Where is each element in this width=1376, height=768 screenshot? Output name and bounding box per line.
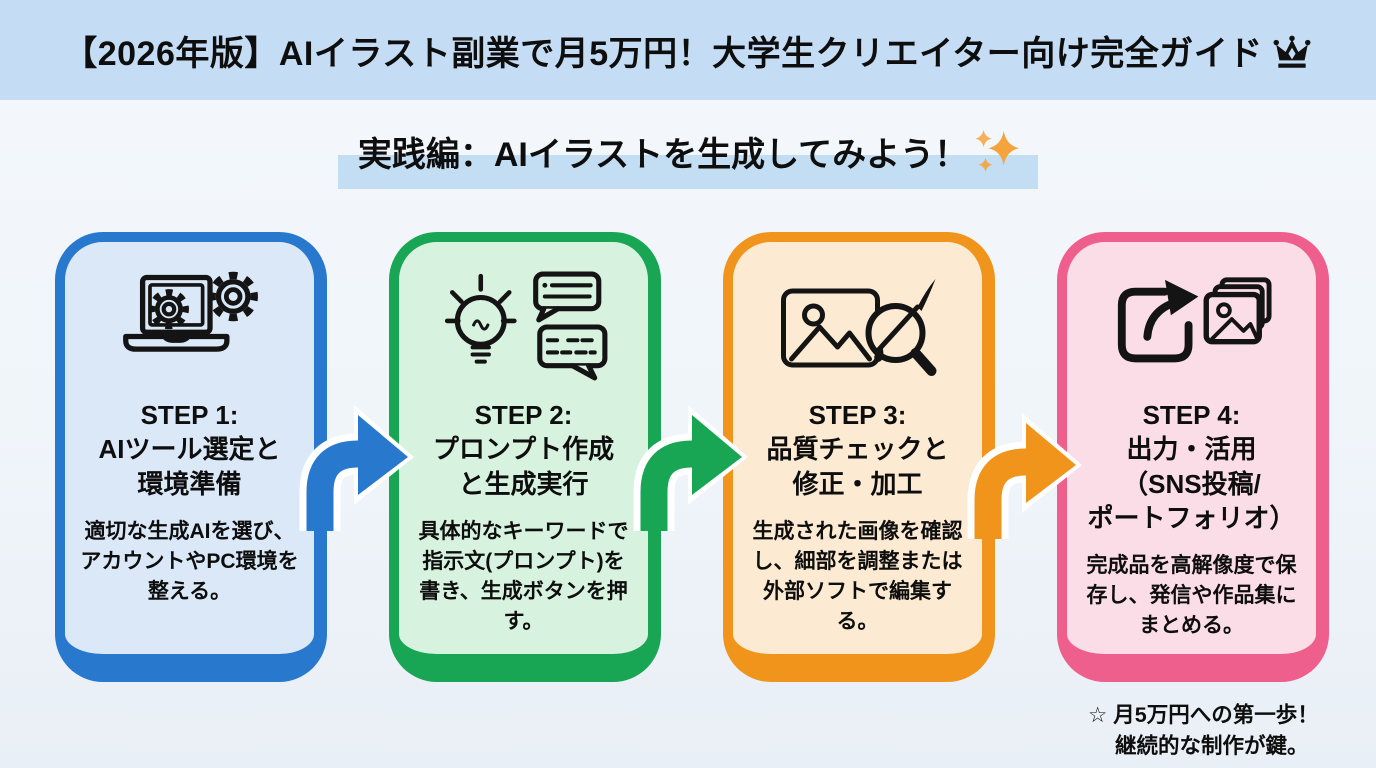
step-title: STEP 2: プロンプト作成 と生成実行 bbox=[432, 400, 615, 499]
footer-note-line2: 継続的な制作が鍵。 bbox=[1115, 734, 1309, 759]
step-card-3: STEP 3: 品質チェックと 修正・加工 生成された画像を確認し、細部を調整ま… bbox=[723, 232, 995, 682]
share-photos-icon bbox=[1106, 266, 1278, 386]
step-description: 具体的なキーワードで指示文(プロンプト)を書き、生成ボタンを押す。 bbox=[418, 519, 629, 633]
lightbulb-chat-icon bbox=[440, 266, 608, 386]
crown-icon bbox=[1273, 35, 1311, 68]
step-card-1: STEP 1: AIツール選定と 環境準備 適切な生成AIを選び、アカウントやP… bbox=[55, 232, 327, 682]
laptop-gears-icon bbox=[111, 266, 269, 386]
step-description: 生成された画像を確認し、細部を調整または外部ソフトで編集する。 bbox=[752, 519, 963, 633]
step-card-4: STEP 4: 出力・活用 （SNS投稿/ ポートフォリオ） 完成品を高解像度で… bbox=[1057, 232, 1329, 682]
header-banner: 【2026年版】AIイラスト副業で月5万円！大学生クリエイター向け完全ガイド bbox=[0, 0, 1376, 100]
step-description: 適切な生成AIを選び、アカウントやPC環境を整える。 bbox=[80, 519, 299, 603]
flow-arrow-1 bbox=[299, 405, 414, 531]
step-title: STEP 3: 品質チェックと 修正・加工 bbox=[766, 400, 949, 499]
step-description: 完成品を高解像度で保存し、発信や作品集にまとめる。 bbox=[1086, 554, 1297, 638]
footer-note-line1: ☆ 月5万円への第一歩！ bbox=[1088, 703, 1319, 727]
step-title: STEP 1: AIツール選定と 環境準備 bbox=[98, 400, 281, 499]
footer-note: ☆ 月5万円への第一歩！ 継続的な制作が鍵。 bbox=[1088, 700, 1319, 762]
step-title: STEP 4: 出力・活用 （SNS投稿/ ポートフォリオ） bbox=[1087, 400, 1296, 533]
subtitle-highlight: 実践編：AIイラストを生成してみよう！ bbox=[337, 127, 1039, 189]
step-card-2: STEP 2: プロンプト作成 と生成実行 具体的なキーワードで指示文(プロンプ… bbox=[389, 232, 661, 682]
section-subtitle: 実践編：AIイラストを生成してみよう！ bbox=[0, 127, 1376, 189]
image-magnifier-brush-icon bbox=[775, 266, 941, 386]
flow-arrow-3 bbox=[967, 413, 1082, 539]
subtitle-text: 実践編：AIイラストを生成してみよう！ bbox=[357, 136, 969, 174]
page-title: 【2026年版】AIイラスト副業で月5万円！大学生クリエイター向け完全ガイド bbox=[63, 34, 1263, 73]
flow-arrow-2 bbox=[633, 405, 748, 531]
sparkles-icon bbox=[975, 129, 1020, 172]
steps-flow: STEP 1: AIツール選定と 環境準備 適切な生成AIを選び、アカウントやP… bbox=[55, 232, 1329, 682]
